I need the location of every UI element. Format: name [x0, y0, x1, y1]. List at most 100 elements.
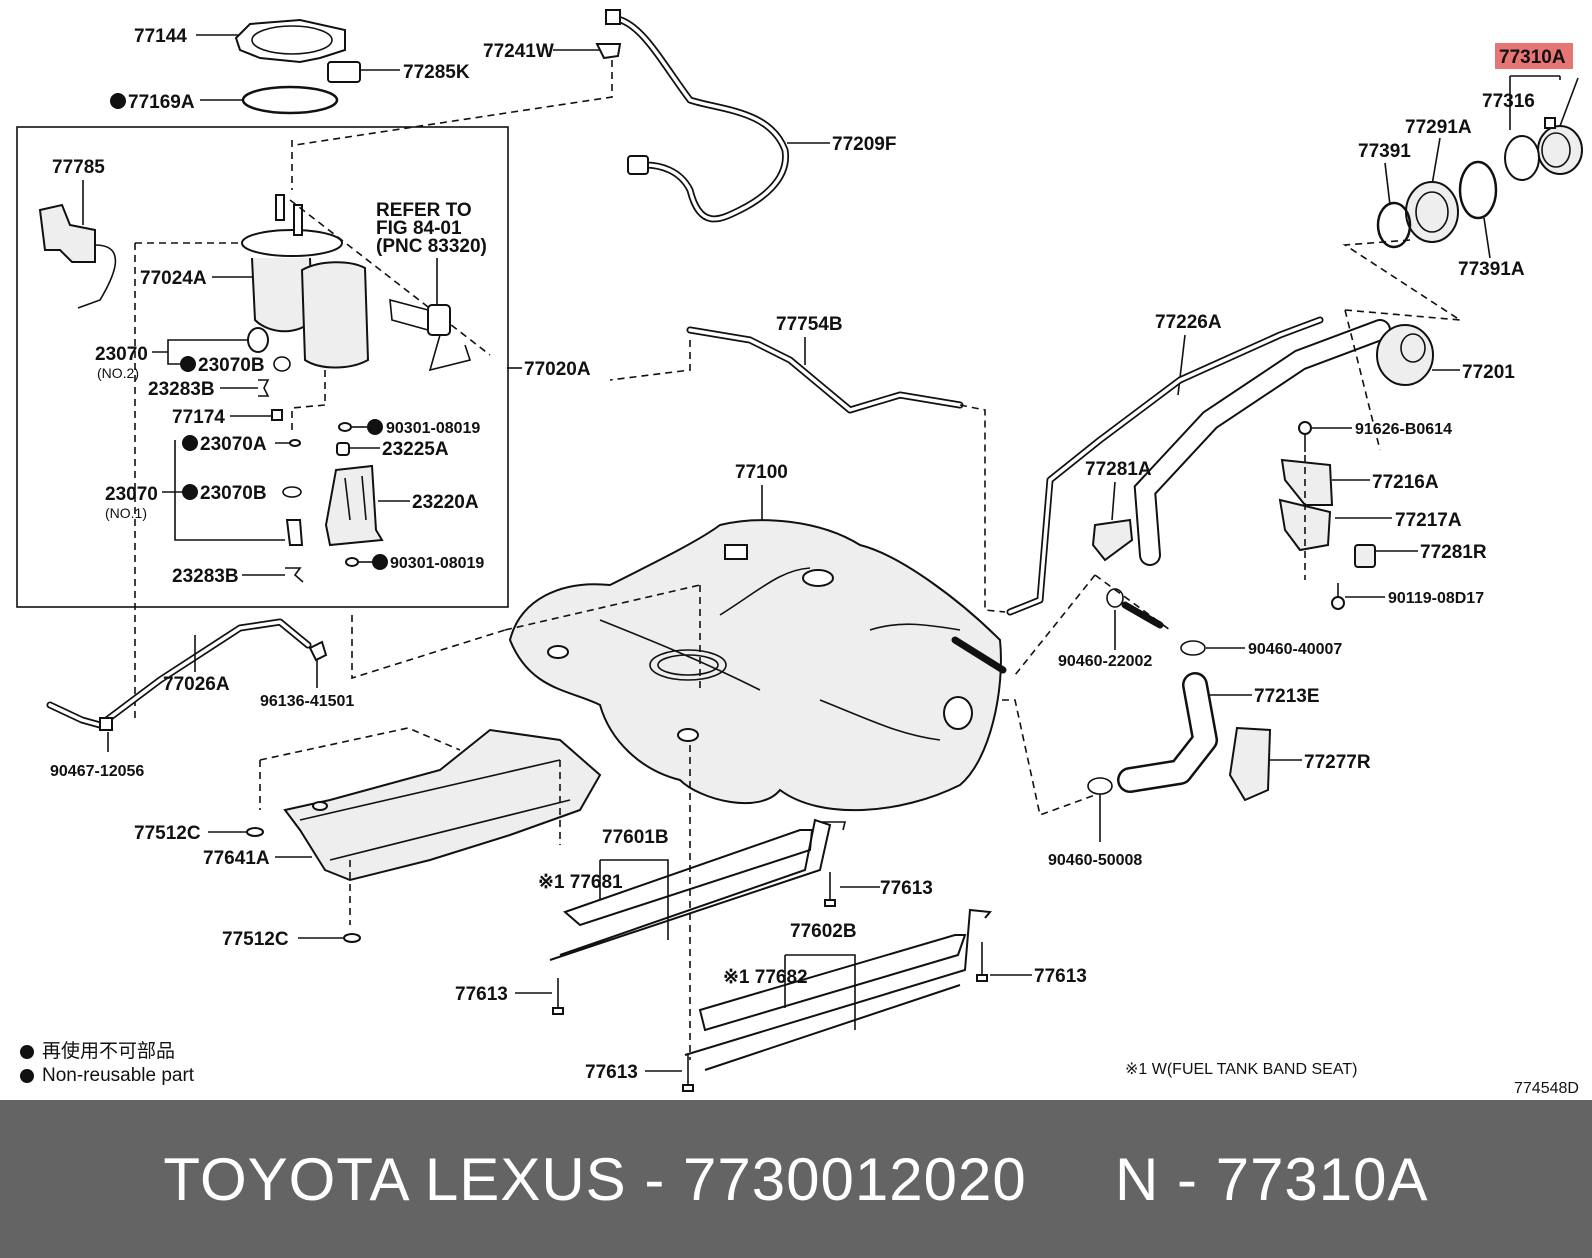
label-90460-40007: 90460-40007 [1248, 641, 1342, 658]
label-23070-top: 23070 [95, 344, 148, 365]
fuel-pump-23220A [324, 464, 384, 547]
filter-23070 [247, 327, 269, 353]
label-91626: 91626-B0614 [1355, 421, 1452, 438]
label-90301-bot: 90301-08019 [390, 555, 484, 572]
label-77201: 77201 [1462, 362, 1515, 383]
bolt-77613-c [552, 978, 564, 1015]
ring-77316 [1504, 135, 1540, 181]
non-reusable-dot [367, 419, 383, 435]
footer-title: TOYOTA LEXUS - 7730012020 N - 77310A [163, 1145, 1429, 1213]
clip-77512C-top [246, 827, 264, 837]
parts-diagram: 77144 77285K 77169A 77241W 77209F 77310A… [16, 9, 1583, 1097]
non-reusable-dot [110, 93, 126, 109]
part-77174 [271, 409, 283, 421]
label-77100: 77100 [735, 462, 788, 483]
legend-line-2: Non-reusable part [42, 1065, 195, 1086]
pump-module-frame [16, 126, 509, 608]
label-77613-a: 77613 [880, 878, 933, 899]
label-77391A: 77391A [1458, 259, 1525, 280]
label-96136: 96136-41501 [260, 693, 354, 710]
oring-77391A [1458, 160, 1498, 220]
label-23283B-bot: 23283B [172, 566, 239, 587]
label-77024A: 77024A [140, 268, 207, 289]
label-77601B: 77601B [602, 827, 669, 848]
label-77174: 77174 [172, 407, 225, 428]
bolt-77613-d [682, 1055, 694, 1092]
lock-ring-77144 [234, 18, 346, 64]
bullet-icon [20, 1069, 34, 1083]
oring-77391 [1376, 201, 1412, 249]
clip-23283B [258, 379, 270, 397]
filter-23070-no1 [285, 519, 304, 546]
part-23225A [336, 442, 350, 456]
note-band-seat: ※1 W(FUEL TANK BAND SEAT) [1125, 1061, 1357, 1078]
label-77281A: 77281A [1085, 459, 1152, 480]
clamp-90460-40007 [1180, 640, 1206, 656]
label-77602B: 77602B [790, 921, 857, 942]
hose-77213E [1117, 672, 1218, 793]
label-23220A: 23220A [412, 492, 479, 513]
label-refer2: FIG 84-01 [376, 218, 462, 239]
bracket-77217A [1278, 498, 1332, 552]
label-90301-top: 90301-08019 [386, 420, 480, 437]
highlight-77310A [1495, 43, 1573, 69]
label-77785: 77785 [52, 157, 105, 178]
label-77682: ※1 77682 [723, 967, 808, 988]
bolt-90119 [1331, 583, 1345, 610]
non-reusable-dot [182, 484, 198, 500]
bracket-77216A [1280, 458, 1334, 506]
protector-77641A [283, 728, 602, 882]
pump-module-77024A [241, 194, 370, 369]
non-reusable-dot [180, 356, 196, 372]
bolt-77613-a [824, 872, 836, 907]
label-90460-22002: 90460-22002 [1058, 653, 1152, 670]
clamp-77281A [1091, 518, 1134, 562]
figure-number: 774548D [1514, 1080, 1579, 1097]
label-77613-b: 77613 [1034, 966, 1087, 987]
label-77512C-bot: 77512C [222, 929, 289, 950]
label-77213E: 77213E [1254, 686, 1320, 707]
label-77217A: 77217A [1395, 510, 1462, 531]
clamp-77281R [1354, 544, 1376, 568]
label-77310A: 77310A [1499, 47, 1566, 68]
clamp-90460-22002 [1106, 588, 1124, 608]
label-77281R: 77281R [1420, 542, 1487, 563]
tube-77754B [686, 326, 964, 414]
label-77512C-top: 77512C [134, 823, 201, 844]
hose-77209F [605, 9, 789, 223]
label-90460-50008: 90460-50008 [1048, 852, 1142, 869]
non-reusable-dot [182, 435, 198, 451]
non-reusable-dot [372, 554, 388, 570]
bolt-77613-b [976, 942, 988, 982]
label-23225A: 23225A [382, 439, 449, 460]
label-77613-c: 77613 [455, 984, 508, 1005]
label-90467: 90467-12056 [50, 763, 144, 780]
sender-77785 [38, 203, 117, 309]
clamp-96136 [308, 640, 328, 662]
gasket-77169A [241, 85, 339, 115]
label-23283B-top: 23283B [148, 379, 215, 400]
strap-77602B [684, 908, 992, 1071]
label-77026A: 77026A [163, 674, 230, 695]
label-77613-d: 77613 [585, 1062, 638, 1083]
label-77277R: 77277R [1304, 752, 1371, 773]
connector-77285K [327, 61, 361, 83]
label-77020A: 77020A [524, 359, 591, 380]
label-refer1: REFER TO [376, 200, 472, 221]
label-77316: 77316 [1482, 91, 1535, 112]
clip-90467 [99, 717, 113, 731]
label-23070B-bot: 23070B [200, 483, 267, 504]
clip-77512C-bot [343, 933, 361, 943]
label-77641A: 77641A [203, 848, 270, 869]
legend: 再使用不可部品 Non-reusable part [20, 1040, 194, 1088]
footer-banner: TOYOTA LEXUS - 7730012020 N - 77310A [0, 1100, 1592, 1258]
label-77216A: 77216A [1372, 472, 1439, 493]
hose-77026A [46, 618, 312, 729]
legend-line-1: 再使用不可部品 [42, 1041, 176, 1062]
pressure-regulator [389, 298, 472, 372]
label-23070B-top: 23070B [198, 355, 265, 376]
label-refer3: (PNC 83320) [376, 236, 487, 257]
label-77391: 77391 [1358, 141, 1411, 162]
label-77754B: 77754B [776, 314, 843, 335]
label-77681: ※1 77681 [538, 872, 623, 893]
